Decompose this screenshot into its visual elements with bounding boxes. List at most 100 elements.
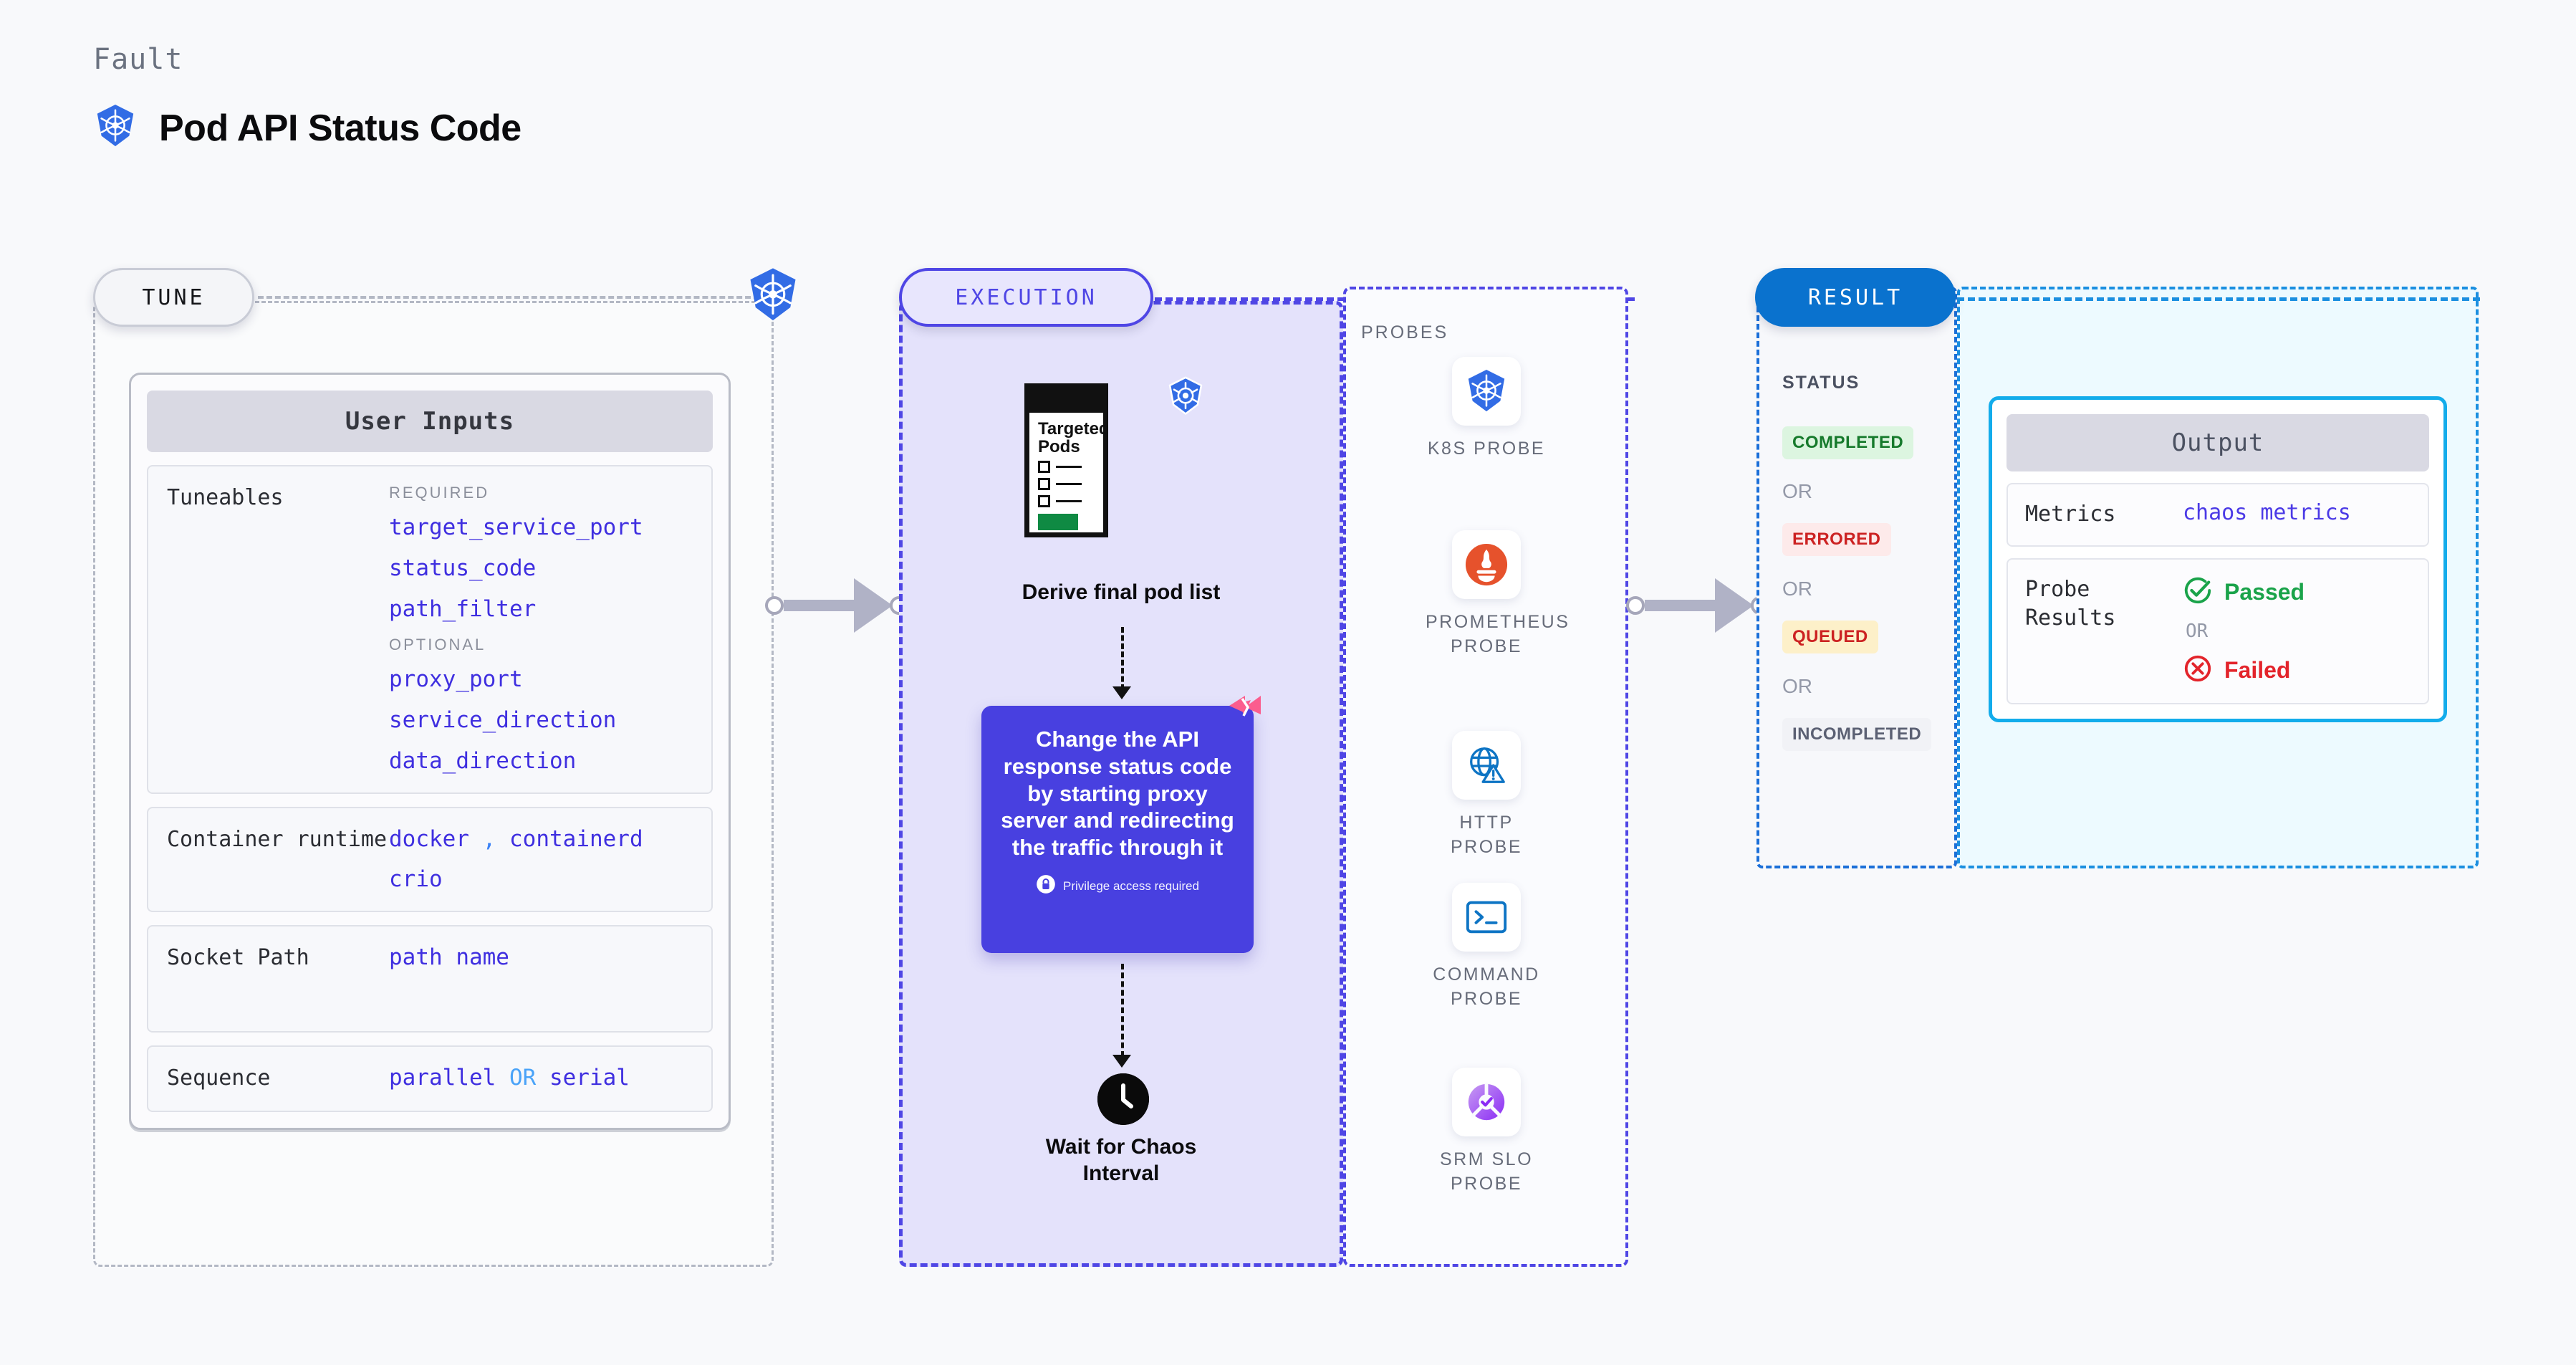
- user-inputs-title: User Inputs: [147, 391, 713, 452]
- probe-result-passed: Passed: [2183, 575, 2411, 609]
- tuneables-values: REQUIRED target_service_port status_code…: [389, 484, 693, 775]
- status-badge-incompleted: INCOMPLETED: [1782, 718, 1932, 751]
- pod-list-item: [1038, 478, 1095, 491]
- status-or-2: OR: [1782, 578, 1812, 600]
- sequence-value[interactable]: parallel OR serial: [389, 1064, 693, 1092]
- tuneable-proxy-port[interactable]: proxy_port: [389, 666, 523, 693]
- execution-stage-badge[interactable]: EXECUTION: [899, 268, 1153, 327]
- probe-label: HTTP PROBE: [1450, 813, 1523, 857]
- kubernetes-icon: [93, 103, 138, 153]
- container-runtime-line-1[interactable]: docker , containerd: [389, 825, 693, 853]
- probe-failed-label: Failed: [2224, 656, 2291, 683]
- targeted-pods-document: Targeted Pods: [1024, 383, 1110, 537]
- check-circle-icon: [2183, 575, 2213, 609]
- checkbox-icon: [1038, 495, 1050, 508]
- litmus-chaos-icon: [1226, 691, 1264, 726]
- optional-group-heading: OPTIONAL: [389, 636, 486, 654]
- probe-results-row: Probe Results Passed OR: [2007, 557, 2429, 704]
- action-card-text: Change the API response status code by s…: [1001, 727, 1234, 861]
- document-body: Targeted Pods: [1029, 413, 1110, 537]
- sequence-serial[interactable]: serial: [549, 1065, 630, 1091]
- connector-dot-left: [765, 596, 784, 615]
- probe-results-label: Probe Results: [2025, 575, 2183, 687]
- connector-line: [1645, 600, 1716, 611]
- tuneable-target-service-port[interactable]: target_service_port: [389, 514, 643, 540]
- probe-results-label-text: Probe Results: [2025, 576, 2116, 631]
- tune-stage-badge[interactable]: TUNE: [93, 268, 254, 327]
- probe-label: COMMAND PROBE: [1433, 964, 1540, 1009]
- connector-arrowhead: [1715, 578, 1754, 633]
- socket-path-value[interactable]: path name: [389, 944, 509, 970]
- probe-passed-label: Passed: [2224, 578, 2305, 605]
- container-runtime-label: Container runtime: [167, 826, 388, 852]
- result-dashed-connector: [1957, 297, 2480, 301]
- tuneables-label: Tuneables: [167, 485, 284, 510]
- container-runtime-values: docker , containerd crio: [389, 825, 693, 894]
- page-title: Pod API Status Code: [159, 107, 522, 149]
- probe-results-or: OR: [2186, 620, 2209, 642]
- status-badge-errored: ERRORED: [1782, 523, 1891, 556]
- line-placeholder: [1056, 483, 1082, 486]
- metrics-label: Metrics: [2025, 502, 2116, 527]
- tune-dashed-connector: [258, 296, 759, 299]
- srm-slo-icon: [1452, 1068, 1521, 1136]
- tuneable-path-filter[interactable]: path_filter: [389, 595, 537, 622]
- http-globe-warning-icon: [1452, 731, 1521, 800]
- probe-item-command[interactable]: COMMAND PROBE: [1426, 883, 1547, 1012]
- tuneable-status-code[interactable]: status_code: [389, 555, 537, 581]
- flow-arrow-head: [1112, 686, 1131, 699]
- wait-caption-line2: Interval: [1082, 1161, 1160, 1185]
- targeted-pods-title: Targeted Pods: [1038, 420, 1110, 456]
- runtime-docker[interactable]: docker: [389, 825, 469, 852]
- checkbox-icon: [1038, 478, 1050, 491]
- tuneables-row: Tuneables REQUIRED target_service_port s…: [147, 465, 713, 794]
- probe-label: PROMETHEUS PROBE: [1426, 612, 1570, 656]
- targeted-pods-title-line1: Targeted: [1038, 419, 1110, 439]
- line-placeholder: [1056, 466, 1082, 469]
- kubernetes-icon: [1452, 357, 1521, 426]
- runtime-containerd[interactable]: containerd: [509, 825, 643, 852]
- pod-list-item: [1038, 461, 1095, 474]
- privilege-note: Privilege access required: [1000, 874, 1235, 898]
- metrics-value[interactable]: chaos metrics: [2183, 500, 2351, 525]
- title-row: Pod API Status Code: [93, 103, 522, 153]
- probe-item-k8s[interactable]: K8S PROBE: [1426, 357, 1547, 461]
- connector-line: [784, 600, 855, 611]
- sequence-label: Sequence: [167, 1065, 271, 1091]
- result-badge-label: RESULT: [1807, 284, 1903, 310]
- tuneable-service-direction[interactable]: service_direction: [389, 707, 617, 733]
- probes-heading: PROBES: [1361, 322, 1449, 343]
- line-placeholder: [1056, 500, 1082, 503]
- connector-tune-to-execution: [765, 578, 908, 633]
- privilege-note-label: Privilege access required: [1063, 878, 1199, 893]
- terminal-icon: [1452, 883, 1521, 952]
- wait-chaos-interval-caption: Wait for Chaos Interval: [953, 1134, 1289, 1187]
- wait-caption-line1: Wait for Chaos: [1045, 1135, 1197, 1159]
- status-badge-queued: QUEUED: [1782, 621, 1878, 653]
- probe-item-prometheus[interactable]: PROMETHEUS PROBE: [1426, 530, 1570, 659]
- output-card: Output Metrics chaos metrics Probe Resul…: [1989, 396, 2447, 722]
- result-stage-badge[interactable]: RESULT: [1755, 268, 1956, 327]
- selected-pod-highlight: [1038, 514, 1078, 531]
- kubernetes-icon: [745, 267, 801, 324]
- tuneable-data-direction[interactable]: data_direction: [389, 747, 577, 774]
- fault-label: Fault: [93, 43, 183, 76]
- runtime-crio[interactable]: crio: [389, 866, 443, 893]
- clock-icon: [1097, 1073, 1149, 1125]
- flow-arrow-head-2: [1112, 1055, 1131, 1068]
- lock-icon: [1036, 874, 1056, 898]
- status-or-3: OR: [1782, 675, 1812, 697]
- flow-arrow-shaft: [1121, 627, 1124, 690]
- execution-badge-label: EXECUTION: [955, 284, 1097, 310]
- pod-list-item: [1038, 495, 1095, 508]
- sequence-row: Sequence parallel OR serial: [147, 1045, 713, 1112]
- checkbox-icon: [1038, 461, 1050, 474]
- probe-item-srm-slo[interactable]: SRM SLO PROBE: [1426, 1068, 1547, 1197]
- status-or-1: OR: [1782, 480, 1812, 502]
- socket-path-label: Socket Path: [167, 945, 309, 970]
- sequence-values: parallel OR serial: [389, 1064, 693, 1093]
- probe-item-http[interactable]: HTTP PROBE: [1426, 731, 1547, 860]
- page-header: Fault Pod API Status Code: [93, 43, 522, 153]
- sequence-parallel[interactable]: parallel: [389, 1065, 496, 1091]
- status-badge-completed: COMPLETED: [1782, 426, 1914, 459]
